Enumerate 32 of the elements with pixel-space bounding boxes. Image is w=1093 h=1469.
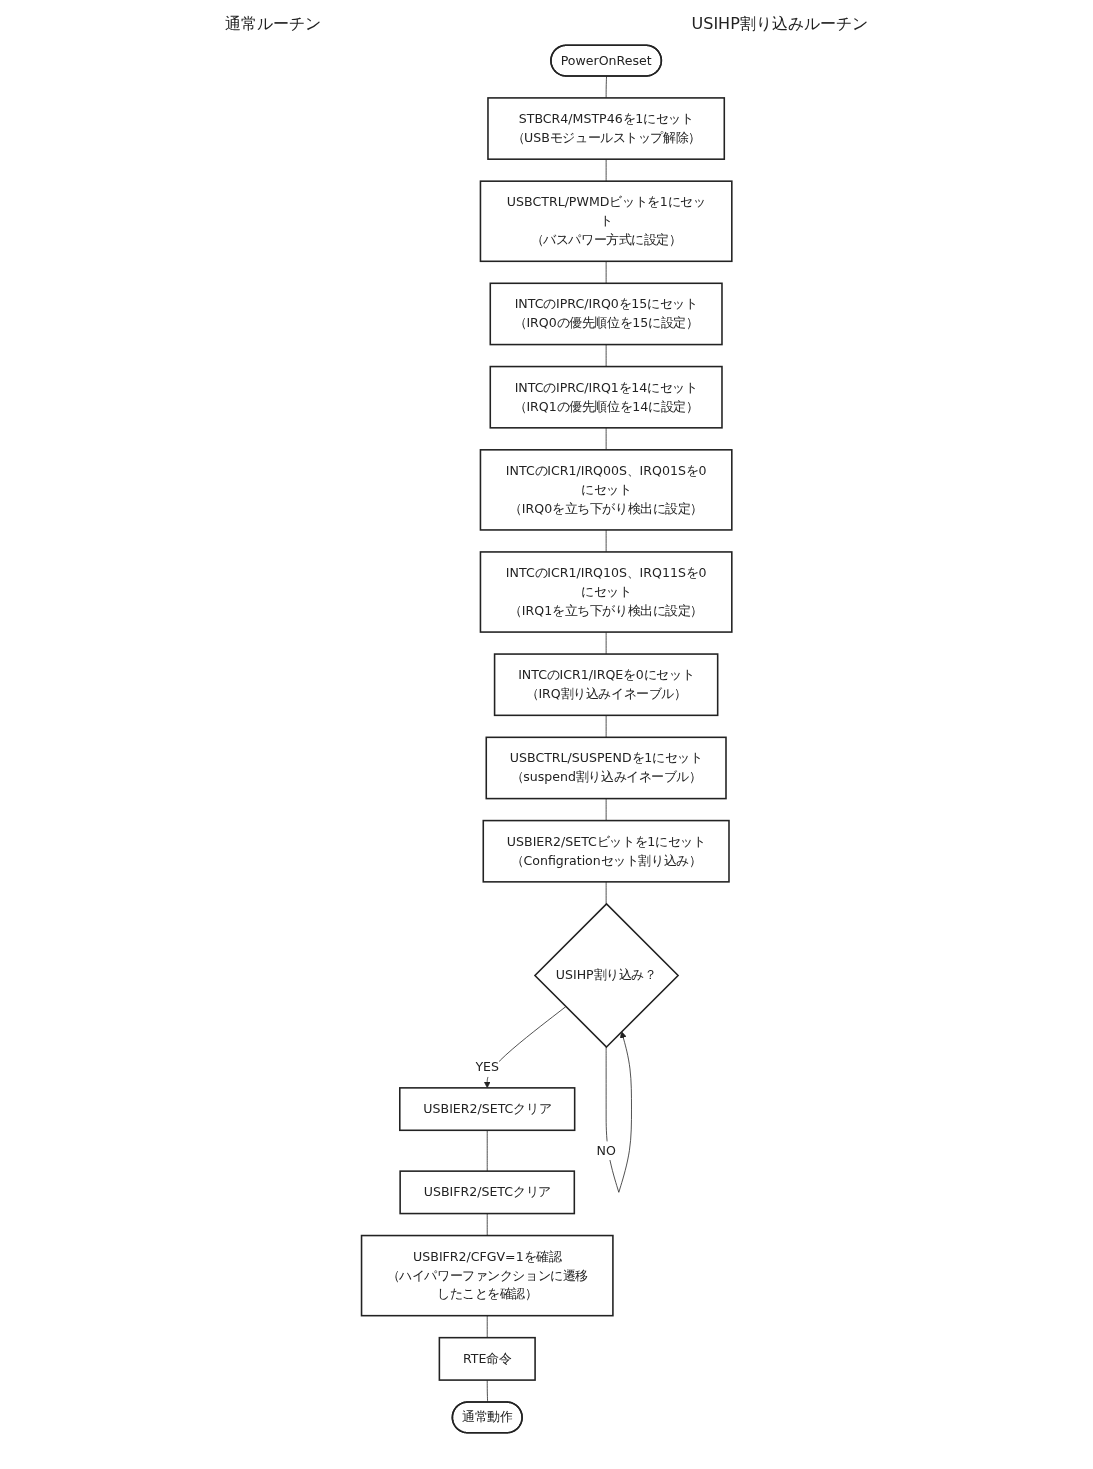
node-box: INTCのICR1/IRQEを0にセット （IRQ割り込みイネーブル） <box>493 653 719 717</box>
node-box: INTCのICR1/IRQ10S、IRQ11Sを0にセット （IRQ1を立ち下がり検出に設定） <box>479 551 733 633</box>
connector <box>605 631 607 655</box>
connector <box>486 1315 488 1339</box>
node-box: STBCR4/MSTP46を1にセット （USBモジュールストップ解除） <box>487 97 725 160</box>
connector <box>605 260 607 284</box>
edge-label: NO <box>596 1142 616 1158</box>
connector <box>605 158 607 182</box>
node-box: USBIFR2/CFGV=1を確認 （ハイパワーファンクションに遷移したことを確認） <box>360 1234 614 1317</box>
node-box: INTCのIPRC/IRQ1を14にセット （IRQ1の優先順位を14に設定） <box>489 365 723 429</box>
node-box: USBIER2/SETCビットを1にセット （Configrationセット割り込み） <box>482 819 730 883</box>
edge-label: YES <box>475 1059 499 1075</box>
node-box: USBCTRL/PWMDビットを1にセット （バスパワー方式に設定） <box>479 180 733 263</box>
connector <box>486 1213 488 1236</box>
connector <box>605 798 607 821</box>
node-box: RTE命令 <box>438 1336 536 1381</box>
node-diamond: USIHP割り込み？ <box>533 902 680 1049</box>
node-box: USBIFR2/SETCクリア <box>399 1170 575 1215</box>
node-box: USBIER2/SETCクリア <box>398 1087 576 1132</box>
lane-heading: USIHP割り込みルーチン <box>691 14 868 35</box>
connector <box>486 1129 488 1172</box>
node-box: USBCTRL/SUSPENDを1にセット （suspend割り込みイネーブル） <box>485 736 727 800</box>
connector <box>486 1379 488 1403</box>
connector <box>605 75 607 99</box>
connector <box>605 881 607 905</box>
lane-heading: 通常ルーチン <box>225 14 322 35</box>
node-box: INTCのIPRC/IRQ0を15にセット （IRQ0の優先順位を15に設定） <box>489 282 723 346</box>
connector <box>605 427 607 451</box>
connector <box>605 344 607 367</box>
node-box: INTCのICR1/IRQ00S、IRQ01Sを0にセット （IRQ0を立ち下がり検出に設定） <box>479 449 733 531</box>
connector <box>605 529 607 553</box>
connector <box>605 714 607 738</box>
